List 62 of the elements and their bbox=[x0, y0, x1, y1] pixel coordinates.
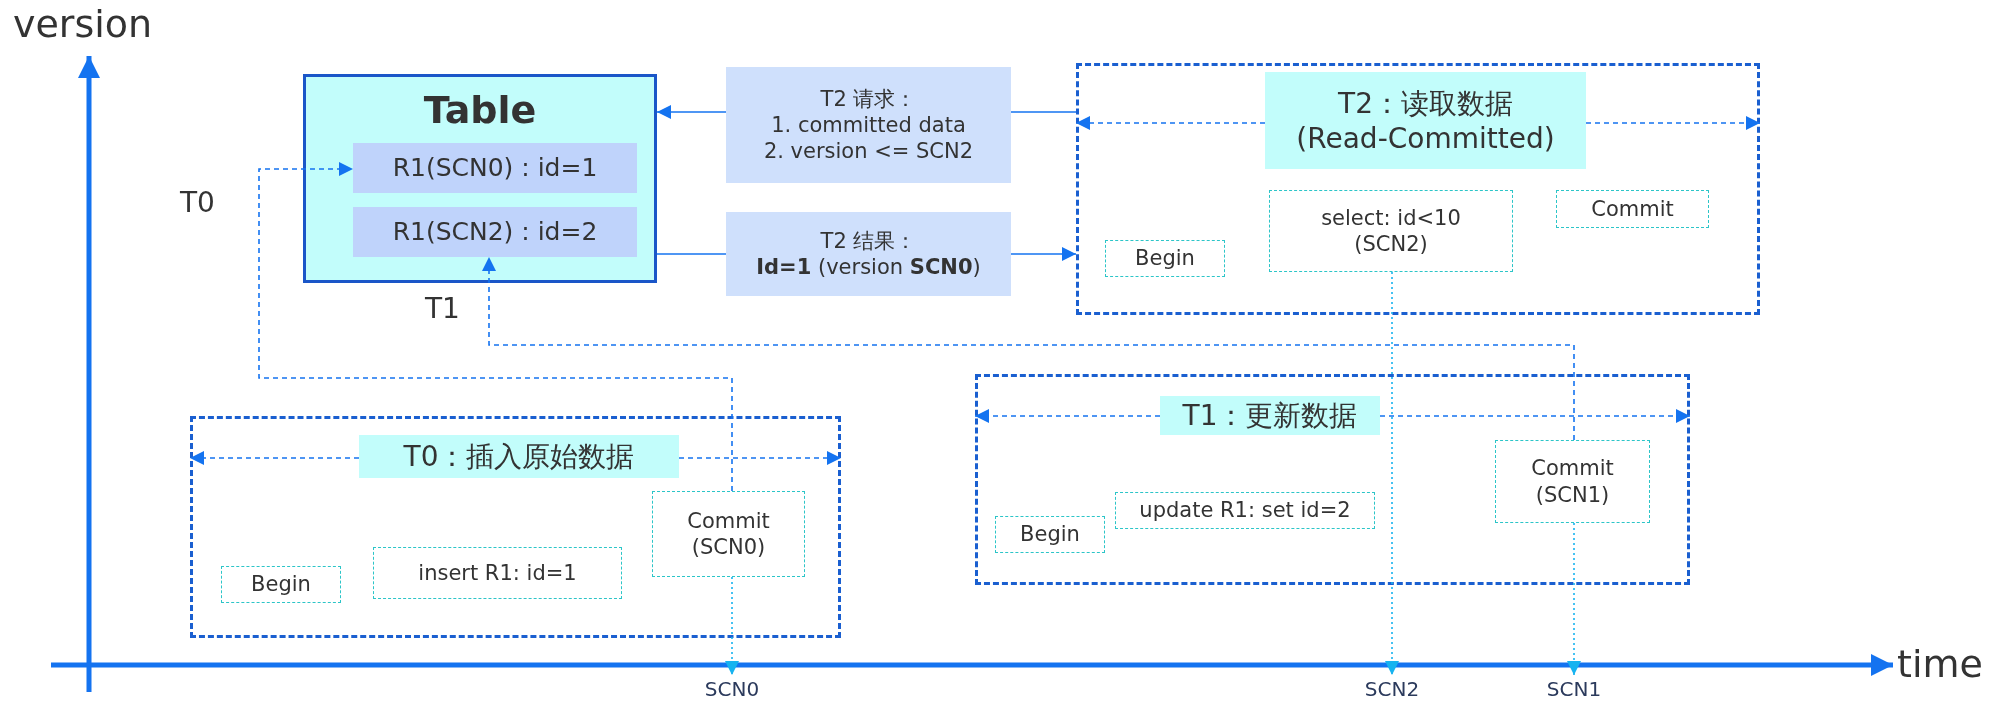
title-banner bbox=[1265, 72, 1586, 169]
step-box bbox=[373, 547, 622, 599]
connector-arrow bbox=[974, 409, 1161, 423]
step-text: (SCN1) bbox=[1535, 481, 1610, 508]
connector-arrow bbox=[1585, 116, 1761, 130]
table-title: Table bbox=[423, 87, 537, 134]
connector-arrow bbox=[1567, 522, 1581, 676]
step-text: update R1: set id=2 bbox=[1139, 497, 1351, 524]
record-row bbox=[353, 207, 637, 257]
connector-arrow bbox=[1075, 116, 1266, 130]
connector-arrow bbox=[1010, 247, 1077, 261]
connector-arrow bbox=[678, 451, 842, 465]
step-text: Commit bbox=[1531, 455, 1614, 482]
info-box bbox=[726, 67, 1011, 183]
connector-arrow bbox=[1379, 409, 1691, 423]
tick-label: SCN1 bbox=[1542, 675, 1606, 703]
step-text: insert R1: id=1 bbox=[418, 559, 577, 587]
step-text: Begin bbox=[251, 571, 311, 598]
step-box bbox=[1115, 492, 1375, 529]
step-text: (SCN2) bbox=[1354, 231, 1428, 258]
step-text: Commit bbox=[687, 507, 770, 534]
step-box bbox=[995, 516, 1105, 553]
title-text: T0：插入原始数据 bbox=[403, 439, 635, 474]
title-text: T1：更新数据 bbox=[1182, 398, 1358, 433]
note-text: Id=1 (version SCN0) bbox=[756, 254, 981, 281]
axis-label: time bbox=[1897, 642, 1983, 686]
step-box bbox=[1495, 440, 1650, 523]
axis-label: version bbox=[13, 2, 153, 46]
step-text: Begin bbox=[1135, 245, 1195, 272]
title-banner bbox=[359, 435, 679, 478]
table-box bbox=[303, 74, 657, 283]
connector-arrow bbox=[258, 162, 733, 492]
connector-arrow bbox=[1385, 271, 1399, 676]
step-box bbox=[652, 491, 805, 577]
transaction-frame bbox=[975, 374, 1690, 585]
step-box bbox=[1556, 190, 1709, 228]
title-text: (Read-Committed) bbox=[1296, 120, 1555, 156]
step-text: select: id<10 bbox=[1321, 204, 1461, 231]
step-box bbox=[1105, 240, 1225, 277]
row-text: R1(SCN2) : id=2 bbox=[392, 216, 598, 248]
title-text: T2：读取数据 bbox=[1338, 85, 1513, 121]
connector-arrow bbox=[482, 256, 1575, 441]
note-text: T2 请求： bbox=[820, 85, 917, 112]
note-text: T2 结果： bbox=[820, 227, 917, 254]
connector-arrow bbox=[725, 576, 739, 676]
step-box bbox=[221, 566, 341, 603]
record-row bbox=[353, 143, 637, 193]
transaction-frame bbox=[1076, 63, 1760, 315]
note-text: 2. version <= SCN2 bbox=[763, 138, 974, 165]
row-text: R1(SCN0) : id=1 bbox=[392, 152, 598, 184]
title-banner bbox=[1160, 396, 1380, 435]
step-box bbox=[1269, 190, 1513, 272]
step-text: Commit bbox=[1591, 195, 1674, 223]
transaction-frame bbox=[190, 416, 841, 638]
tick-label: SCN2 bbox=[1360, 675, 1424, 703]
step-text: (SCN0) bbox=[691, 534, 766, 561]
connector-arrow bbox=[656, 105, 727, 119]
note-text: 1. committed data bbox=[771, 111, 966, 139]
tick-label: SCN0 bbox=[700, 675, 764, 703]
step-text: Begin bbox=[1020, 521, 1080, 548]
info-box bbox=[726, 212, 1011, 296]
connector-arrow bbox=[189, 451, 360, 465]
